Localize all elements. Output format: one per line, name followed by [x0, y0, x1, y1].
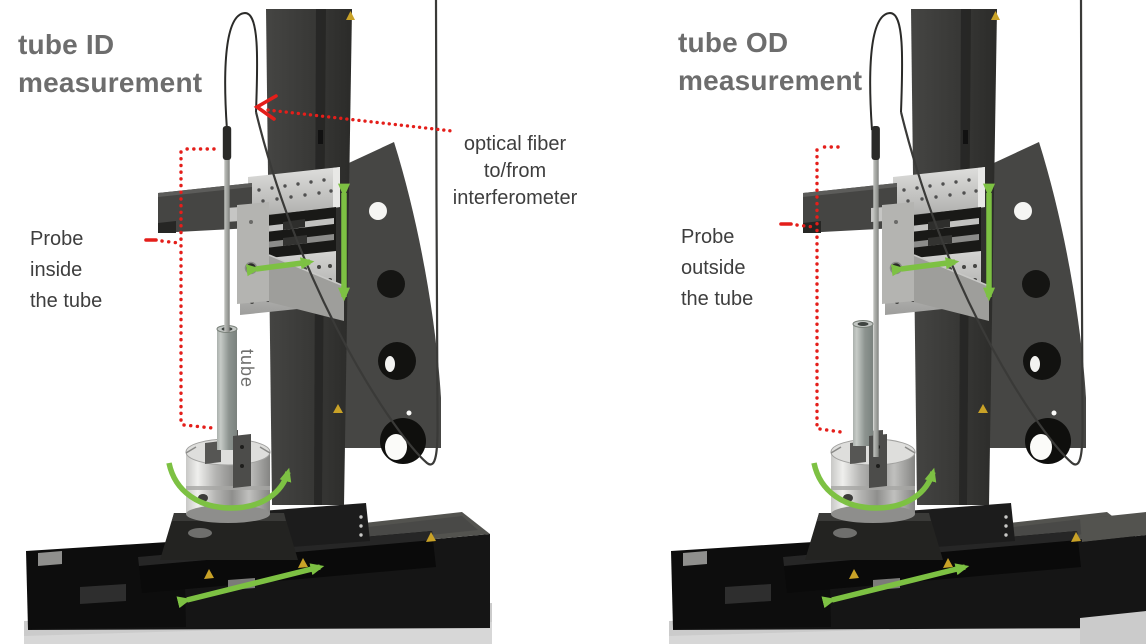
probe-rod	[224, 156, 230, 332]
right-panel-title: tube OD measurement	[678, 24, 862, 100]
right-probe-extent-bracket	[779, 145, 843, 434]
chuck-front-jaw	[233, 434, 251, 488]
probe-fiber-sheath	[871, 126, 880, 160]
left-probe-note: Probe inside the tube	[30, 228, 103, 312]
right-title-line2: measurement	[678, 65, 863, 96]
tube-sample	[217, 329, 237, 450]
right-title-line1: tube OD	[678, 27, 789, 58]
left-panel-title: tube ID measurement	[18, 26, 202, 102]
left-title-line2: measurement	[18, 67, 203, 98]
left-photo-machine	[23, 0, 493, 644]
left-title-line1: tube ID	[18, 29, 115, 60]
right-photo-machine	[668, 0, 1146, 644]
right-specimen-tube-and-probe	[852, 126, 887, 488]
tube-rotated-label: tube	[237, 349, 257, 389]
left-probe-extent-bracket	[144, 147, 216, 430]
fiber-pointer-arrow	[253, 94, 454, 133]
left-specimen-tube-and-probe	[216, 126, 251, 488]
probe-fiber-sheath	[222, 126, 232, 160]
optical-fiber-note: optical fiber to/from interferometer	[452, 133, 578, 209]
tube-sample	[853, 324, 873, 446]
right-probe-note: Probe outside the tube	[681, 226, 754, 310]
probe-rod	[873, 156, 879, 457]
